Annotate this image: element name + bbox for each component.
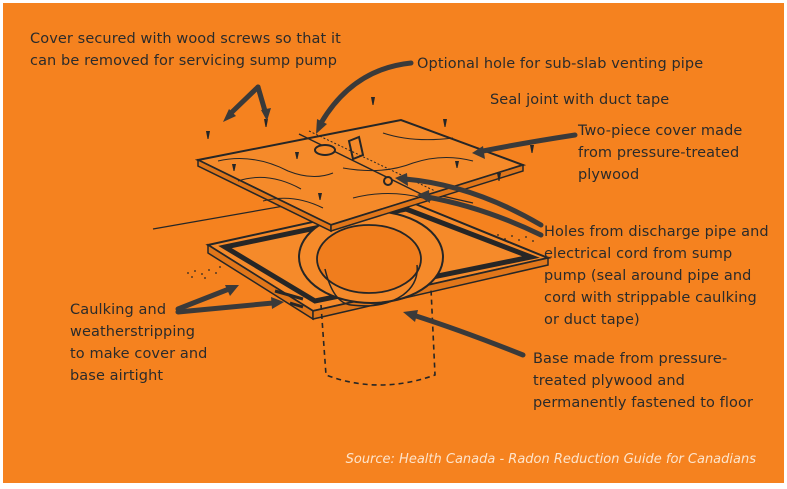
label-seal-joint: Seal joint with duct tape bbox=[490, 89, 669, 111]
arrow-two-piece bbox=[483, 135, 575, 151]
arrow-cover-secured bbox=[231, 87, 258, 113]
label-base-made: Base made from pressure- treated plywood… bbox=[533, 348, 753, 414]
source-credit: Source: Health Canada - Radon Reduction … bbox=[346, 452, 756, 467]
arrow-optional-hole bbox=[321, 63, 411, 123]
label-cover-secured: Cover secured with wood screws so that i… bbox=[30, 28, 341, 72]
label-two-piece-cover: Two-piece cover made from pressure-treat… bbox=[578, 120, 742, 186]
label-holes-discharge: Holes from discharge pipe and electrical… bbox=[544, 221, 769, 331]
arrow-base bbox=[413, 315, 523, 355]
label-caulking: Caulking and weatherstripping to make co… bbox=[70, 299, 207, 387]
plywood-cover bbox=[198, 120, 523, 231]
diagram-canvas: Cover secured with wood screws so that i… bbox=[3, 3, 784, 483]
label-optional-hole: Optional hole for sub-slab venting pipe bbox=[417, 53, 703, 75]
